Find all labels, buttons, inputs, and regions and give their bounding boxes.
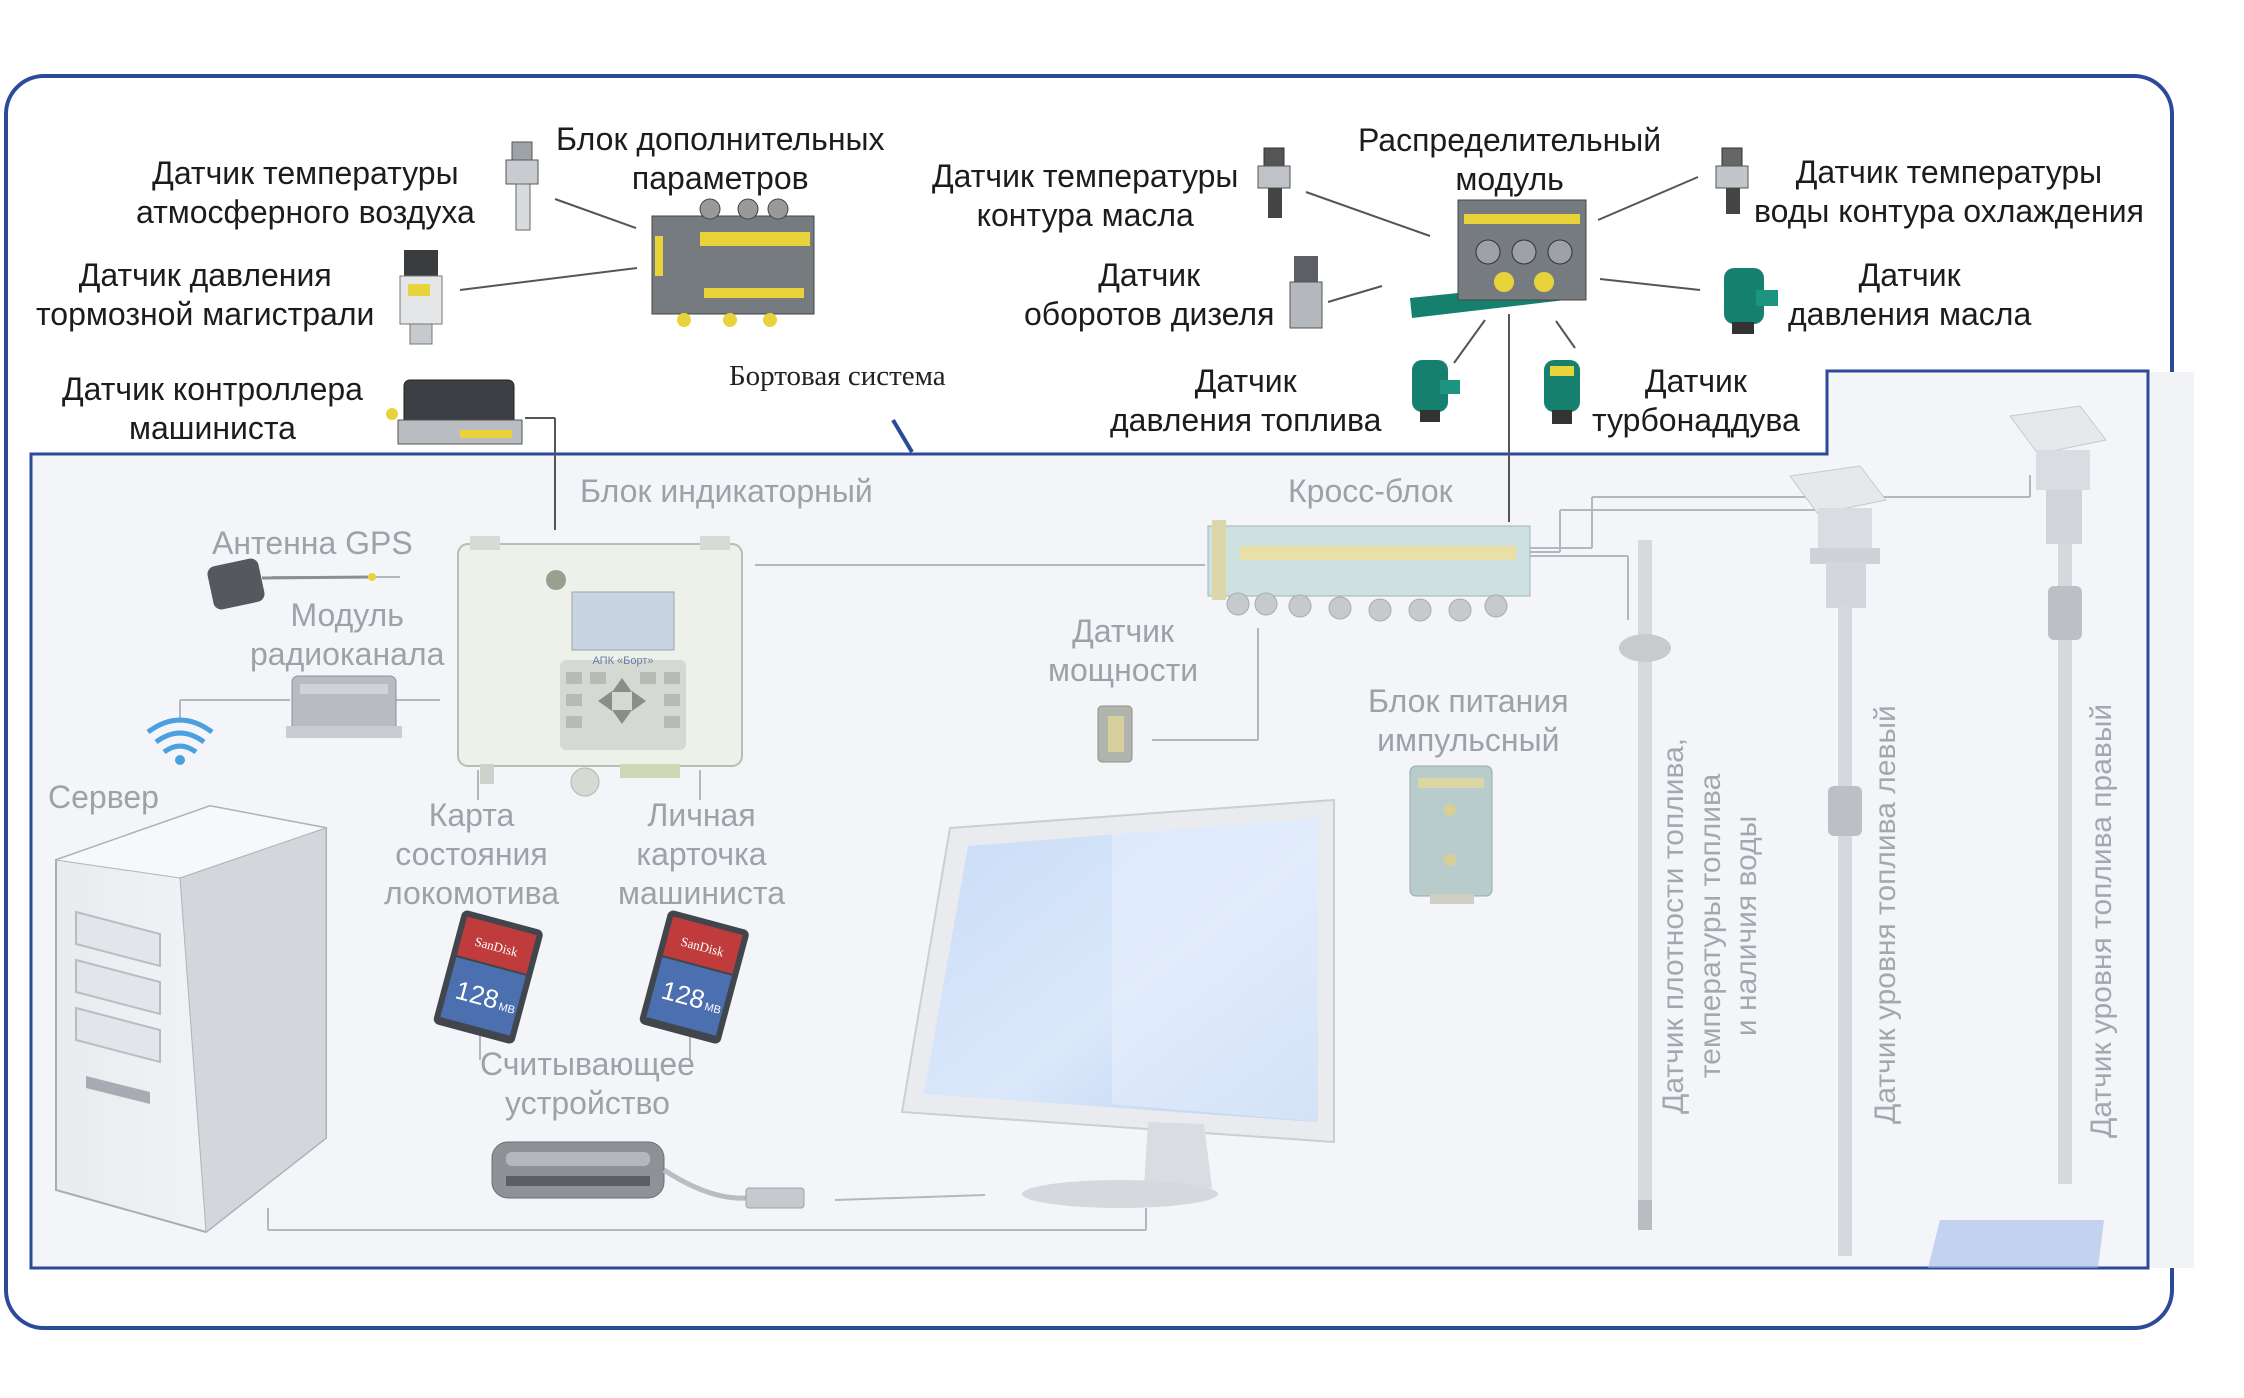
gps-antenna-label: Антенна GPS xyxy=(212,525,413,561)
pulse-power-supply-device xyxy=(1409,765,1493,904)
loco-sd-card-icon: SanDisk 128 MB xyxy=(433,910,543,1044)
cross-block-device xyxy=(1207,520,1531,622)
indicator-block-device: АПК «Борт» xyxy=(457,536,743,797)
cross-block-label: Кросс-блок xyxy=(1288,473,1453,509)
power-sensor-device xyxy=(1097,705,1133,763)
driver-controller-sensor-icon xyxy=(386,379,523,445)
wireless-signal-icon xyxy=(146,717,214,765)
terminal-brand-text: АПК «Борт» xyxy=(592,655,653,667)
bottom-blue-shape xyxy=(1928,1220,2104,1268)
side-shadow xyxy=(2150,372,2194,1268)
temp-water-sensor-icon xyxy=(1715,147,1749,214)
driver-sd-card-icon: SanDisk 128 MB xyxy=(639,910,749,1044)
card-reader-device xyxy=(491,1141,805,1209)
distribution-module-icon xyxy=(1410,199,1587,318)
sd-unit-text: MB xyxy=(703,1001,722,1017)
turbo-sensor-icon xyxy=(1544,360,1580,424)
fuel-level-right-label: Датчик уровня топлива правый xyxy=(2085,703,2118,1138)
diesel-rpm-sensor-icon xyxy=(1289,256,1323,329)
fuel-level-right-device xyxy=(2009,405,2107,1184)
radio-module-icon xyxy=(286,675,402,738)
brake-pressure-sensor-icon xyxy=(399,250,443,345)
indicator-block-label: Блок индикаторный xyxy=(580,473,873,509)
onboard-system-label: Бортовая система xyxy=(729,360,946,392)
server-label: Сервер xyxy=(48,779,159,815)
fuel-level-left-label: Датчик уровня топлива левый xyxy=(1869,705,1902,1124)
fuel-level-left-device xyxy=(1789,465,1887,1256)
fuel-pressure-sensor-icon xyxy=(1412,360,1460,422)
fuel-density-sensor-device xyxy=(1619,540,1671,1230)
gps-antenna-icon xyxy=(207,558,376,610)
monitor-device xyxy=(900,798,1335,1208)
sd-unit-text: MB xyxy=(497,1001,516,1017)
oil-pressure-sensor-icon xyxy=(1724,268,1778,334)
onboard-tick xyxy=(891,418,914,454)
fuel-density-label: Датчик плотности топлива,температуры топ… xyxy=(1657,737,1764,1114)
server-device xyxy=(55,804,328,1234)
temp-oil-sensor-icon xyxy=(1257,147,1291,218)
temp-air-sensor-icon xyxy=(505,141,539,231)
extra-params-block-icon xyxy=(651,198,815,327)
connection-lines xyxy=(459,176,1701,530)
